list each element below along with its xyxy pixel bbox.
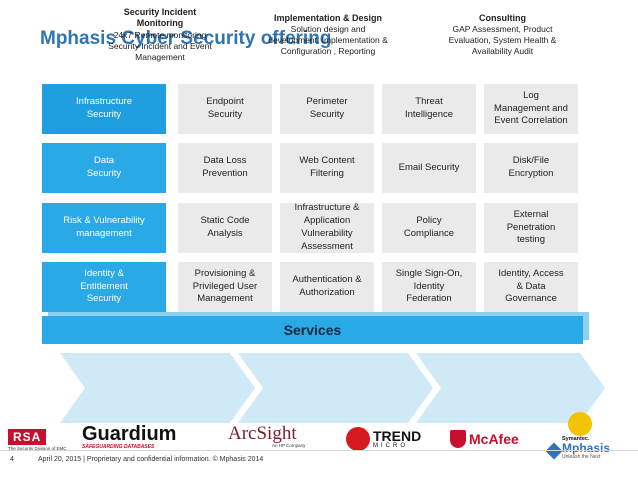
service-step: Implementation & Design Solution design … [248,0,408,70]
service-step-body: Solution design and development, Impleme… [268,24,388,57]
offering-cell: Static Code Analysis [178,203,272,253]
offering-cell: Web Content Filtering [280,143,374,193]
offering-cell: Threat Intelligence [382,84,476,134]
mphasis-mark-icon [545,442,563,460]
category-cell: Risk & Vulnerability management [42,203,166,253]
page-number: 4 [10,456,14,463]
service-step-body: 24x7 Remote monitoring Security Incident… [108,30,212,63]
offering-cell: Log Management and Event Correlation [484,84,578,134]
page-title: Mphasis Cyber Security offering [40,28,332,49]
mcafee-logo: McAfee [450,430,519,448]
offering-cell: External Penetration testing [484,203,578,253]
offering-cell: Identity, Access & Data Governance [484,262,578,312]
offering-cell: Single Sign-On, Identity Federation [382,262,476,312]
chevron-consulting [416,353,605,423]
symantec-logo: Symantec. [562,412,592,442]
offering-cell: Endpoint Security [178,84,272,134]
guardium-logo: Guardium SAFEGUARDING DATABASES [82,423,177,450]
arcsight-logo: ArcSight An HP Company [228,423,306,448]
trend-micro-logo: TREND MICRO [346,427,421,451]
service-step-title: Consulting [479,12,526,23]
category-cell: Infrastructure Security [42,84,166,134]
offering-cell: Provisioning & Privileged User Managemen… [178,262,272,312]
rsa-logo: RSA The Security Division of EMC [8,429,67,451]
offering-cell: Data Loss Prevention [178,143,272,193]
service-step-title: Implementation & Design [273,12,382,23]
offering-cell: Perimeter Security [280,84,374,134]
services-bar: Services [42,316,583,344]
service-chevrons [60,353,605,423]
mcafee-shield-icon [450,430,466,448]
mphasis-logo: Mphasis Unleash the Next [545,442,610,460]
offering-cell: Authentication & Authorization [280,262,374,312]
offering-cell: Email Security [382,143,476,193]
offering-cell: Policy Compliance [382,203,476,253]
footer-divider [0,450,638,451]
category-cell: Identity & Entitlement Security [42,262,166,312]
trend-ball-icon [346,427,370,451]
service-step: Security Incident Monitoring 24x7 Remote… [85,0,235,70]
footer-text: April 20, 2015 | Proprietary and confide… [38,456,264,463]
service-step-title: Security Incident Monitoring [123,6,197,29]
chevron-implementation-design [238,353,433,423]
service-step: Consulting GAP Assessment, Product Evalu… [425,0,580,70]
service-step-body: GAP Assessment, Product Evaluation, Syst… [448,24,557,57]
symantec-check-icon [568,412,592,436]
offering-cell: Infrastructure & Application Vulnerabili… [280,202,374,253]
category-cell: Data Security [42,143,166,193]
chevron-incident-monitoring [60,353,255,423]
offering-cell: Disk/File Encryption [484,143,578,193]
